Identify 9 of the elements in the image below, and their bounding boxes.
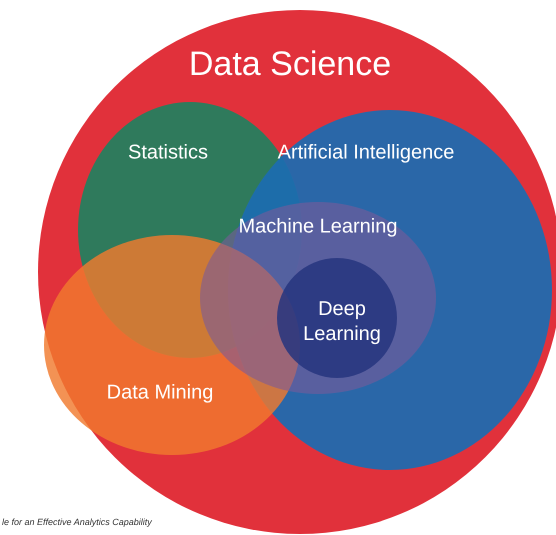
- set-label: Machine Learning: [238, 214, 398, 240]
- set-label: Deep Learning: [302, 297, 382, 347]
- set-label: Artificial Intelligence: [276, 140, 456, 166]
- caption: le for an Effective Analytics Capability: [2, 517, 152, 527]
- set-circle: [44, 235, 300, 455]
- set-label: Data Science: [188, 44, 392, 85]
- set-label: Data Mining: [106, 380, 214, 406]
- set-label: Statistics: [126, 140, 210, 166]
- set-circle: [277, 258, 397, 378]
